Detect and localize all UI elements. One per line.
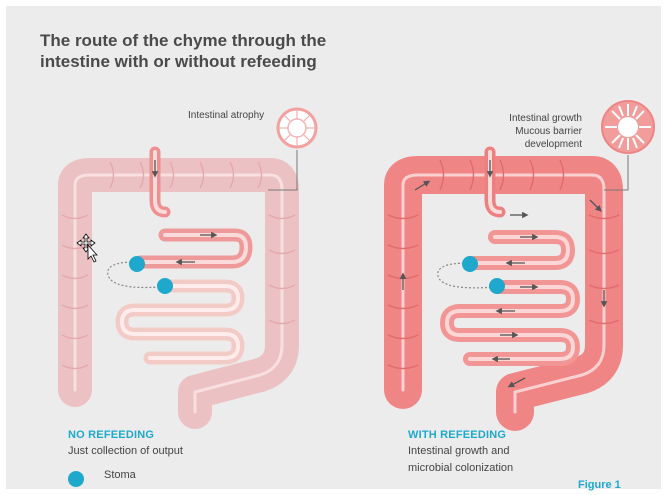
stoma-icon: [68, 471, 84, 487]
stoma-left-lower: [157, 278, 173, 294]
right-intestine: [388, 152, 628, 412]
with-refeeding-description: Intestinal growth and microbial coloniza…: [408, 443, 513, 477]
with-refeeding-heading: WITH REFEEDING: [408, 429, 506, 441]
figure-title: The route of the chyme through the intes…: [40, 30, 326, 72]
stoma-right-lower: [489, 278, 505, 294]
growth-annotation-line-2: Mucous barrier: [492, 125, 582, 138]
atrophy-annotation: Intestinal atrophy: [188, 109, 264, 122]
stoma-legend-label: Stoma: [104, 467, 136, 484]
intestinal-atrophy-icon: [278, 109, 316, 147]
left-small-intestine-proximal: [140, 235, 246, 262]
right-small-intestine: [447, 237, 573, 359]
with-refeeding-line-2: microbial colonization: [408, 460, 513, 477]
growth-annotation: Intestinal growth Mucous barrier develop…: [492, 112, 582, 151]
title-line-2: intestine with or without refeeding: [40, 51, 326, 72]
stoma-right-upper: [462, 256, 478, 272]
left-intestine: [62, 150, 297, 412]
no-refeeding-description: Just collection of output: [68, 443, 183, 460]
left-small-intestine-distal: [122, 286, 238, 358]
intestinal-growth-icon: [602, 101, 654, 153]
figure-label: Figure 1: [578, 479, 621, 491]
no-refeeding-heading: NO REFEEDING: [68, 429, 154, 441]
title-line-1: The route of the chyme through the: [40, 30, 326, 51]
growth-annotation-line-3: development: [492, 138, 582, 151]
with-refeeding-line-1: Intestinal growth and: [408, 443, 513, 460]
stoma-left-upper: [129, 256, 145, 272]
growth-annotation-line-1: Intestinal growth: [492, 112, 582, 125]
